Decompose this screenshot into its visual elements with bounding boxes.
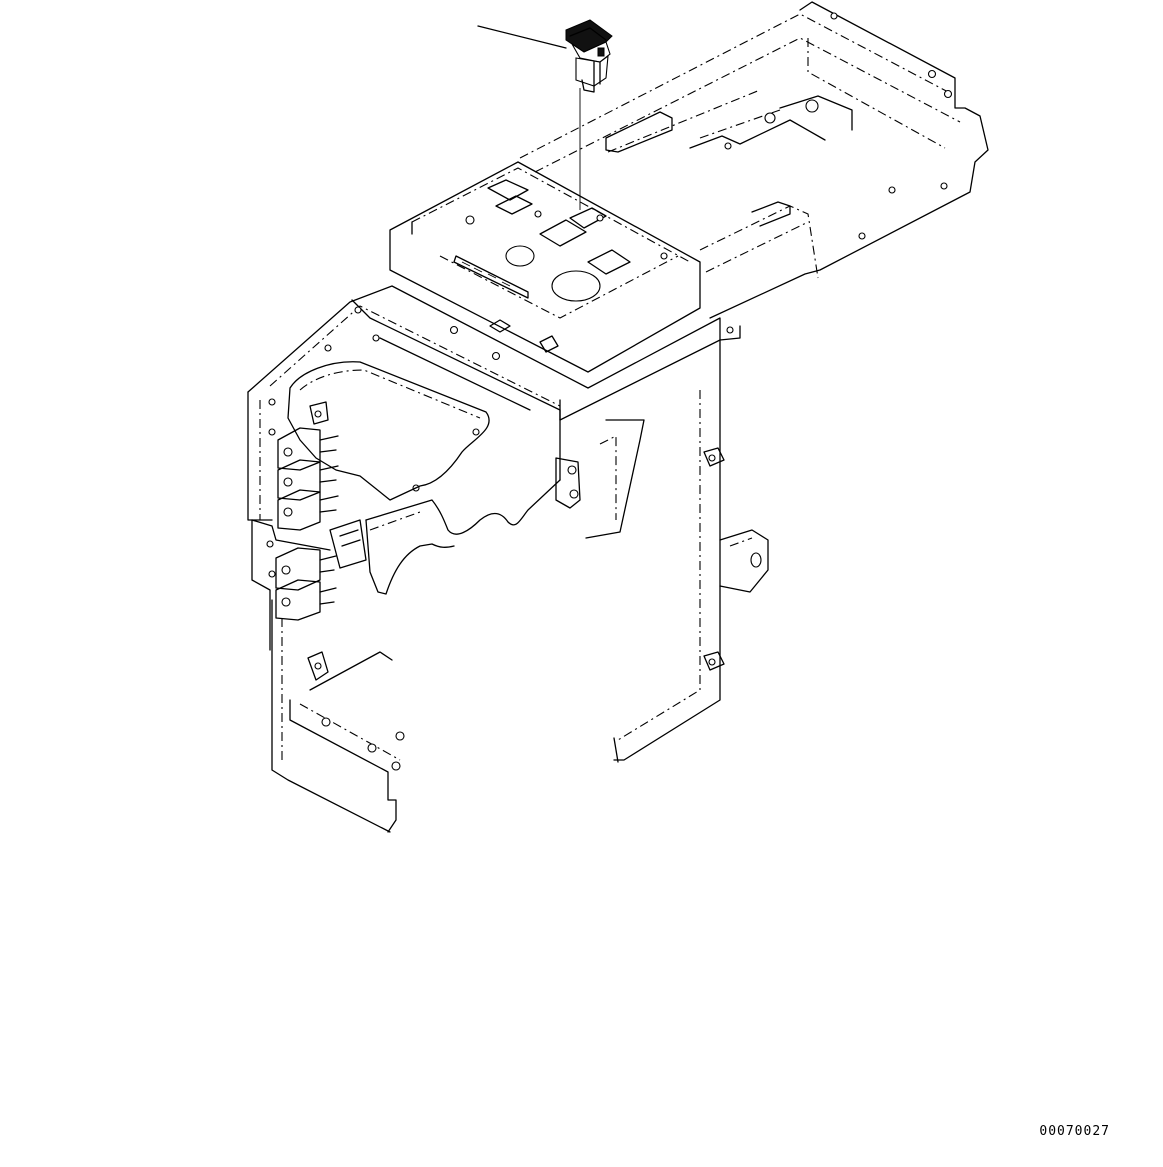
top-panel-plate <box>389 161 701 373</box>
panel-opening <box>287 361 490 501</box>
connector-clips-upper <box>277 401 339 531</box>
right-side-frame <box>555 339 769 763</box>
leader-line <box>477 25 567 49</box>
upper-body <box>247 285 741 521</box>
left-frame-column <box>251 519 405 833</box>
lower-front-panel <box>365 399 561 595</box>
rocker-switch-part[interactable] <box>565 19 613 93</box>
rear-rail <box>519 1 989 319</box>
connector-clips-lower <box>275 519 367 621</box>
drawing-reference-code: 00070027 <box>1039 1124 1110 1139</box>
